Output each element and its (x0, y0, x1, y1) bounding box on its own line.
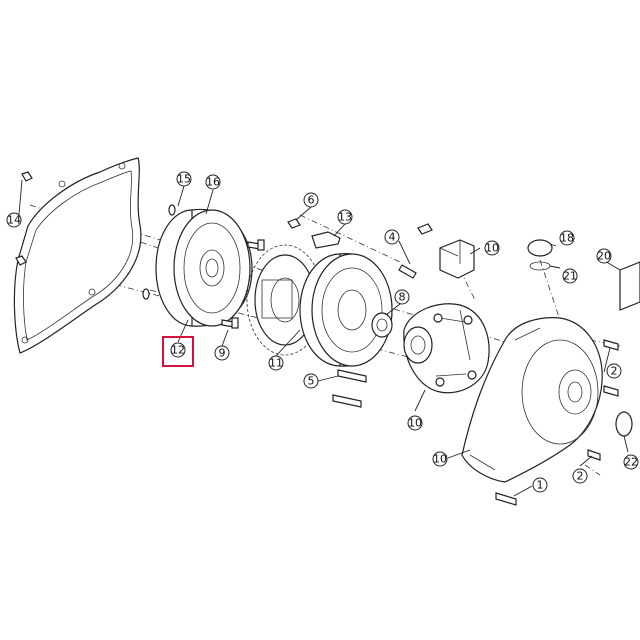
svg-text:11: 11 (269, 357, 283, 370)
callout-13: 13 (337, 209, 353, 225)
svg-text:12: 12 (171, 344, 185, 357)
svg-text:16: 16 (206, 176, 220, 189)
small-ring-part (142, 288, 150, 300)
cover-screw-part (495, 492, 517, 506)
mount-bolt-part (332, 369, 367, 408)
washer-part (168, 204, 176, 216)
callout-9: 10 (432, 451, 448, 467)
svg-text:13: 13 (338, 211, 352, 224)
gasket-part (13, 157, 142, 354)
svg-text:18: 18 (560, 232, 574, 245)
svg-text:10: 10 (408, 417, 422, 430)
svg-text:20: 20 (597, 250, 611, 263)
svg-text:2: 2 (611, 365, 618, 378)
callout-2-a: 2 (606, 363, 622, 379)
callout-16: 16 (205, 174, 221, 190)
svg-text:10: 10 (485, 242, 499, 255)
callout-15: 15 (176, 171, 192, 187)
callout-12: 12 (170, 342, 186, 358)
nut-part (371, 312, 393, 338)
callout-10-upper: 10 (484, 240, 500, 256)
callout-18: 18 (559, 230, 575, 246)
callout-2-b: 2 (572, 468, 588, 484)
svg-text:6: 6 (308, 194, 315, 207)
callout-10-lower: 10 (407, 415, 423, 431)
svg-text:21: 21 (563, 270, 577, 283)
callout-1: 1 (532, 477, 548, 493)
svg-text:9: 9 (219, 347, 226, 360)
callout-5: 5 (303, 373, 319, 389)
spring-part (398, 223, 433, 279)
clutch-housing-part (299, 253, 393, 367)
callout-8: 8 (394, 289, 410, 305)
cover-bolt-part (587, 339, 619, 461)
svg-text:15: 15 (177, 173, 191, 186)
oil-seal-part (615, 411, 633, 437)
callout-14: 14 (6, 212, 22, 228)
sprocket-part (246, 244, 324, 356)
callout-22: 22 (623, 454, 639, 470)
callout-6: 6 (303, 192, 319, 208)
svg-text:14: 14 (7, 214, 21, 227)
bolt-part (221, 239, 265, 329)
screw-part (287, 218, 301, 229)
callout-4: 4 (384, 229, 400, 245)
svg-text:2: 2 (577, 470, 584, 483)
starter-assembly-part (403, 303, 490, 394)
svg-text:4: 4 (389, 231, 396, 244)
svg-text:5: 5 (308, 375, 315, 388)
bracket-part (311, 231, 341, 249)
cap-part (527, 239, 553, 271)
svg-text:8: 8 (399, 291, 406, 304)
leader-lines (17, 179, 629, 497)
clutch-drum-part (155, 208, 253, 327)
svg-text:1: 1 (537, 479, 544, 492)
callout-11: 11 (268, 355, 284, 371)
callout-7: 9 (214, 345, 230, 361)
callout-20: 20 (596, 248, 612, 264)
engine-cover-part (461, 317, 603, 483)
valve-body-upper-part (439, 239, 475, 279)
edge-part (619, 261, 640, 311)
highlight-box (162, 336, 194, 367)
svg-text:22: 22 (624, 456, 638, 469)
svg-text:10: 10 (433, 453, 447, 466)
callout-21: 21 (562, 268, 578, 284)
